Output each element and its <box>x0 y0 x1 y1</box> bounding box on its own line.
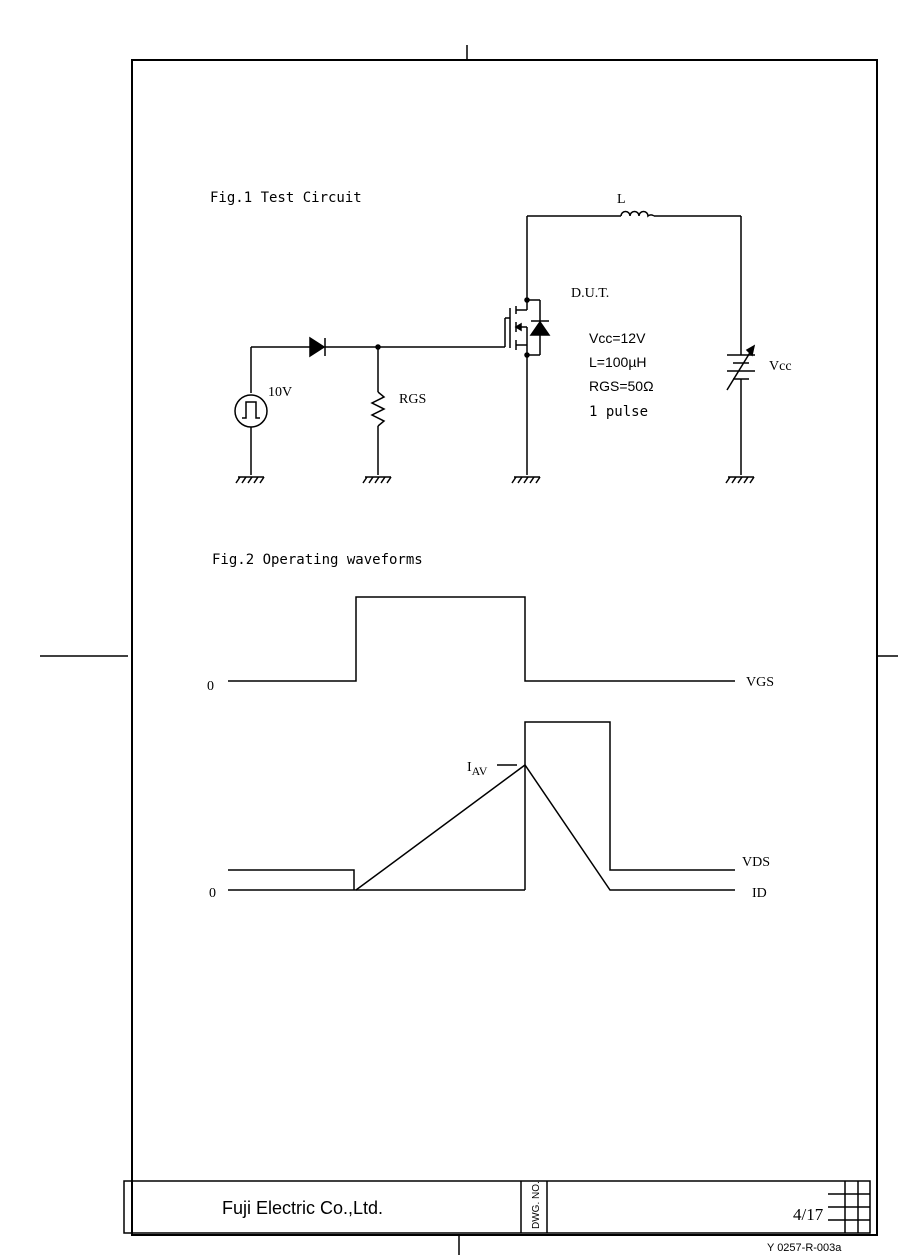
company-name: Fuji Electric Co.,Ltd. <box>222 1198 383 1218</box>
diode <box>309 336 326 358</box>
resistor-label: RGS <box>399 392 426 407</box>
inductor-label: L <box>617 192 626 207</box>
drawing-number-label: DWG. NO. <box>531 1181 542 1229</box>
source-label: 10V <box>268 385 292 400</box>
test-parameters: Vcc=12V L=100µH RGS=50Ω 1 pulse <box>589 330 654 420</box>
ground-rgs <box>362 476 392 484</box>
title-block <box>123 1180 871 1234</box>
id-label: ID <box>752 886 767 901</box>
dut-label: D.U.T. <box>571 286 609 301</box>
ground-dut <box>511 476 541 484</box>
vds-waveform <box>228 869 355 890</box>
form-code: Y 0257-R-003a <box>767 1242 842 1254</box>
resistor-rgs <box>370 347 386 475</box>
mosfet-dut <box>504 216 551 475</box>
iav-main: I <box>467 760 472 775</box>
vds-waveform-pulse <box>524 721 735 890</box>
supply-vcc <box>726 344 756 475</box>
ground-vcc <box>725 476 755 484</box>
iav-label: IAV <box>467 760 488 778</box>
waveforms <box>228 596 735 891</box>
param-pulse: 1 pulse <box>589 404 648 420</box>
id-waveform <box>228 763 735 891</box>
iav-subscript: AV <box>472 764 488 778</box>
vgs-waveform <box>228 596 735 682</box>
param-vcc: Vcc=12V <box>589 330 646 346</box>
vds-label: VDS <box>742 855 770 870</box>
supply-label: Vcc <box>769 359 792 374</box>
page-number: 4/17 <box>793 1205 824 1224</box>
sheet-border <box>131 59 878 1236</box>
ground-source <box>235 476 265 484</box>
ground-symbols <box>235 476 755 484</box>
param-l: L=100µH <box>589 354 647 370</box>
vgs-zero-label: 0 <box>207 679 214 694</box>
id-zero-label: 0 <box>209 886 216 901</box>
inductor-l <box>620 210 655 218</box>
centering-marks <box>40 45 898 1255</box>
fig2-title: Fig.2 Operating waveforms <box>212 552 423 568</box>
param-rgs: RGS=50Ω <box>589 378 654 394</box>
pulse-source <box>234 347 268 475</box>
fig1-title: Fig.1 Test Circuit <box>210 190 362 206</box>
test-circuit <box>234 210 756 475</box>
vgs-label: VGS <box>746 675 774 690</box>
